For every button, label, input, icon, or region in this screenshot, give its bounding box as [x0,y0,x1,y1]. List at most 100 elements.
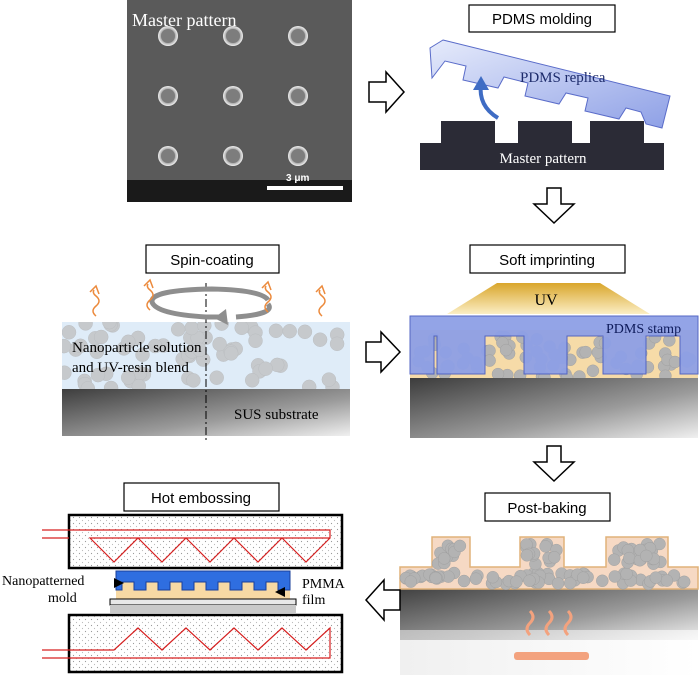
sus-plate [109,598,297,606]
arrow-right-2 [365,330,402,374]
pdms-stamp-label: PDMS stamp [606,322,681,337]
nanoparticle [453,539,467,553]
imprint-substrate [410,378,698,438]
nanoparticle [135,347,150,362]
nanoparticle [312,332,328,347]
scale-bar [267,186,343,190]
post-baking-title-box [484,492,611,522]
nanoparticle [659,369,672,378]
pdms-molding-title: PDMS molding [492,11,592,28]
nanoparticle [486,571,499,584]
film-label-1: PMMA [302,577,346,592]
nanoparticle [523,574,536,587]
sem-label: Master pattern [132,10,236,30]
nanoparticle [258,361,273,376]
nanoparticle [78,322,93,331]
arrow-right-1 [368,70,406,114]
nanoparticle [586,364,600,377]
solution-label-1: Nanoparticle solution [72,340,202,356]
nanoparticle [438,552,451,565]
uv-lamp [447,283,650,314]
mold-label-2: mold [48,591,77,606]
spin-coating-panel: Spin-coating Nanoparticle solution and U… [62,244,350,440]
nanopatterned-mold [115,570,291,591]
nanoparticle [131,378,146,389]
nanoparticle [577,571,590,584]
nanoparticle [103,380,119,389]
soft-imprinting-panel: Soft imprinting UV PDMS stamp [409,244,699,438]
spin-off-arrow [264,285,272,313]
substrate-label: SUS substrate [234,407,319,423]
nanoparticle [321,372,337,387]
nanoparticle [121,334,136,349]
hot-embossing-panel: Hot embossing Nanopatterned mold PMMA fi… [2,482,346,674]
nanoparticle [89,344,105,359]
master-mold [420,121,664,170]
nanoparticle [329,336,345,351]
mold-label-1: Nanopatterned [2,574,84,589]
nanoparticle [73,338,88,353]
nanoparticle [608,570,621,583]
hot-embossing-title: Hot embossing [151,490,251,507]
nanoparticle [623,551,636,565]
nanoparticle [668,355,682,369]
nanoparticle [282,324,297,339]
peel-arrow-head [473,76,489,90]
nanoparticle [596,574,609,587]
bottom-heater-wire [69,626,331,659]
nanoparticle [147,338,163,354]
master-mold-label: Master pattern [499,151,587,167]
spin-particles [62,322,345,389]
nanoparticle [234,322,249,335]
spin-off-arrow [318,289,326,317]
bake-particles [399,537,691,591]
nanoparticle [93,329,109,345]
heat-icon [514,609,589,660]
soft-imprinting-title: Soft imprinting [499,252,595,269]
arrow-left-1 [364,578,401,622]
film-pointer [275,587,285,597]
nanoparticle [170,322,186,337]
spin-coating-title-box [145,244,280,274]
nanoparticle [548,551,561,564]
nanoparticle [62,365,72,380]
nanoparticle [209,370,224,385]
nanoparticle [573,370,586,378]
nanoparticle [197,322,212,333]
nanoparticle [539,540,552,553]
nanoparticle [102,322,117,330]
post-baking-panel: Post-baking [399,492,699,675]
arrow-down-1 [532,187,576,225]
hot-embossing-title-box [123,482,280,512]
nanoparticle [214,322,229,331]
nanoparticle [429,571,442,585]
nanoparticle [457,574,471,588]
pdms-replica [429,39,671,129]
post-baking-title: Post-baking [507,500,586,517]
nanoparticle [608,553,621,566]
nanoparticle [302,379,317,389]
nanoparticle [551,577,565,590]
nanoparticle [297,324,313,339]
sem-info-bar [127,180,352,202]
nanoparticle [510,575,523,588]
spin-off-arrow [146,283,154,311]
sem-hole-grid [158,26,308,166]
uv-label: UV [534,292,558,309]
pdms-molding-panel: PDMS molding PDMS replica Master pattern [420,4,671,170]
nanoparticle [248,333,263,348]
pdms-stamp [409,315,699,375]
mold-pointer [114,578,124,588]
nanoparticle [491,367,505,378]
rotation-arrow-head [214,309,228,325]
nanoparticle [212,336,227,352]
solution-label-2: and UV-resin blend [72,360,189,376]
nanoparticle [80,381,95,389]
top-heater-wire [69,529,331,563]
nanoparticle [620,567,633,581]
nanoparticle [62,338,72,354]
nanoparticle [678,575,691,588]
nanoparticle [499,343,513,357]
spin-coating-title: Spin-coating [170,252,253,269]
nanoparticle [404,575,417,588]
